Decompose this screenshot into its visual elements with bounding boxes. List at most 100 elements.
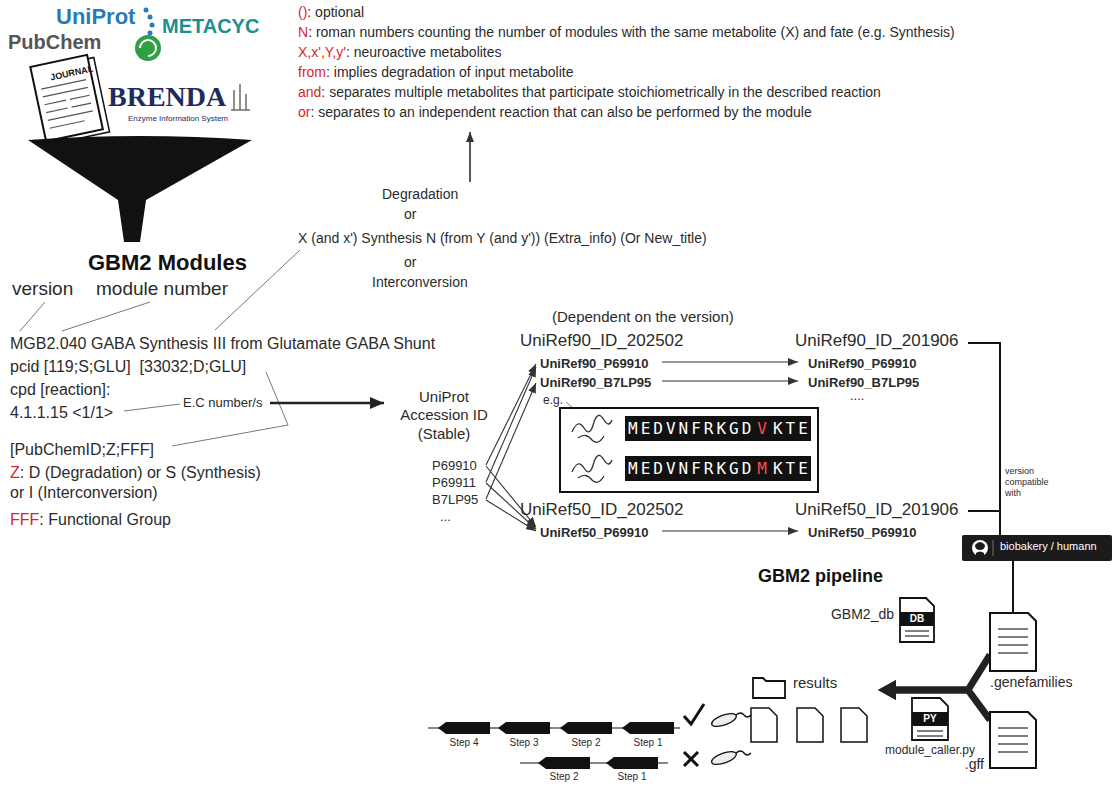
module-field: cpd [reaction]: bbox=[10, 381, 111, 398]
template-word-group: or bbox=[404, 254, 416, 271]
key-definition: : separates multiple metabolites that pa… bbox=[321, 84, 881, 100]
key-symbol: from bbox=[298, 64, 326, 80]
uniref-id-group: UniRef50_P69910 bbox=[540, 525, 648, 541]
journal-icon bbox=[41, 80, 94, 129]
source-logo-group: UniProt bbox=[56, 4, 135, 31]
uniref-id: UniRef90_B7LP95 bbox=[540, 375, 651, 390]
file-name: GBM2_db bbox=[831, 606, 894, 623]
leader-line bbox=[20, 302, 45, 331]
journal-title: JOURNAL bbox=[49, 64, 94, 83]
accession-id: P69911 bbox=[432, 475, 476, 490]
ellipsis-group: ... bbox=[440, 509, 451, 525]
results-folder: results bbox=[745, 672, 878, 746]
note: version compatible with bbox=[1005, 466, 1049, 498]
ellipsis: ... bbox=[440, 509, 451, 524]
key-symbol: and bbox=[298, 84, 321, 100]
format-key-group: [PubChemID;Z;FFF] bbox=[10, 440, 154, 460]
gene-label-group: Step 4 bbox=[438, 737, 490, 749]
protein-structure bbox=[572, 415, 612, 442]
brenda-emblem bbox=[231, 84, 250, 110]
github-badge bbox=[993, 540, 994, 556]
uniref-id-group: UniRef50_P69910 bbox=[808, 525, 916, 541]
github-badge bbox=[962, 535, 1112, 561]
key-definition: : D (Degradation) or S (Synthesis) or I … bbox=[10, 464, 261, 501]
template-word-group: Degradation bbox=[382, 186, 458, 203]
source-logo: PubChem bbox=[8, 31, 101, 53]
repo-name: biobakery / humann bbox=[1000, 540, 1097, 552]
journal-icon bbox=[30, 54, 109, 146]
module-title-group: MGB2.040 GABA Synthesis III from Glutama… bbox=[10, 334, 435, 354]
brenda-emblem bbox=[231, 84, 250, 110]
github-badge bbox=[962, 535, 1112, 561]
file-line bbox=[998, 636, 1028, 638]
key-symbol-group: or: separates to an independent reaction… bbox=[298, 104, 812, 121]
uniprot-dots bbox=[150, 23, 155, 28]
sequence-group: MEDVNFRKGDVKTE bbox=[625, 419, 811, 439]
bacterium bbox=[736, 713, 751, 717]
version-header: UniRef90_ID_201906 bbox=[795, 331, 959, 350]
bacterium bbox=[710, 711, 751, 767]
accession-id: B7LP95 bbox=[432, 492, 478, 507]
journal-icon bbox=[43, 87, 88, 97]
github-badge bbox=[972, 540, 988, 556]
bacterium bbox=[736, 751, 751, 755]
journal-icon bbox=[72, 103, 92, 107]
template-word: or bbox=[404, 254, 416, 270]
file-line bbox=[998, 628, 1028, 630]
gene-label-group: Step 2 bbox=[560, 737, 612, 749]
file-band bbox=[912, 712, 948, 726]
source-logo-group: PubChem bbox=[8, 30, 101, 54]
note-group: version compatible with bbox=[1005, 466, 1055, 499]
section-title: GBM2 pipeline bbox=[758, 566, 883, 586]
protein-structure bbox=[572, 455, 612, 482]
bracket-line bbox=[968, 343, 1000, 535]
input-file: .genefamilies bbox=[990, 613, 1036, 671]
sequence: KTE bbox=[770, 456, 811, 481]
example-frame bbox=[560, 408, 818, 492]
icon-outline bbox=[990, 712, 1036, 768]
uniref-id: UniRef90_P69910 bbox=[540, 356, 648, 371]
template-word-group: Interconversion bbox=[372, 274, 468, 291]
key-symbol-group: from: implies degradation of input metab… bbox=[298, 64, 573, 81]
uniref-id: UniRef50_P69910 bbox=[808, 525, 916, 540]
field-name: module number bbox=[96, 278, 228, 299]
version-header-group: UniRef50_ID_202502 bbox=[520, 500, 684, 521]
file-type: DB bbox=[900, 612, 934, 626]
metacyc-emblem bbox=[135, 35, 161, 61]
file-line bbox=[998, 727, 1028, 729]
accession-id-group: P69910 bbox=[432, 458, 477, 474]
file-line bbox=[998, 743, 1028, 745]
key-symbol-group: FFF: Functional Group bbox=[10, 510, 171, 530]
file-icon bbox=[797, 708, 823, 742]
source-logo: BRENDA bbox=[108, 81, 226, 112]
example-note-group: e.g. bbox=[543, 393, 563, 408]
key-definition: : implies degradation of input metabolit… bbox=[326, 64, 573, 80]
uniref-id-group: UniRef90_P69910 bbox=[808, 356, 916, 372]
field-name: version bbox=[12, 278, 73, 299]
accession-id-group: B7LP95 bbox=[432, 492, 478, 508]
gene-label-group: Step 1 bbox=[606, 771, 658, 783]
file-name: module_caller.py bbox=[885, 743, 975, 757]
template-word-group: or bbox=[404, 206, 416, 223]
file-icon bbox=[900, 598, 934, 642]
key-symbol-group: (): optional bbox=[298, 4, 364, 21]
file-icon bbox=[912, 698, 948, 740]
file-line bbox=[998, 735, 1028, 737]
version-header-group: UniRef90_ID_202502 bbox=[520, 331, 684, 352]
section-title: GBM2 Modules bbox=[88, 250, 247, 275]
file-line bbox=[998, 644, 1028, 646]
gene-label: Step 1 bbox=[618, 771, 647, 782]
format-key: [PubChemID;Z;FFF] bbox=[10, 441, 154, 458]
leader-line bbox=[172, 372, 288, 446]
version-header-group: UniRef90_ID_201906 bbox=[795, 331, 959, 352]
journal-icon bbox=[41, 80, 86, 90]
source-logo: UniProt bbox=[56, 4, 135, 29]
mapping-arrow bbox=[662, 361, 798, 362]
mapping-arrow bbox=[486, 362, 798, 531]
uniref-id: UniRef90_B7LP95 bbox=[808, 375, 919, 390]
gene-label: Step 1 bbox=[634, 737, 663, 748]
source-logo: METACYC bbox=[162, 15, 259, 37]
file-name: results bbox=[793, 674, 837, 692]
sequence: M bbox=[754, 456, 770, 481]
input-file: .gff bbox=[990, 712, 1036, 768]
